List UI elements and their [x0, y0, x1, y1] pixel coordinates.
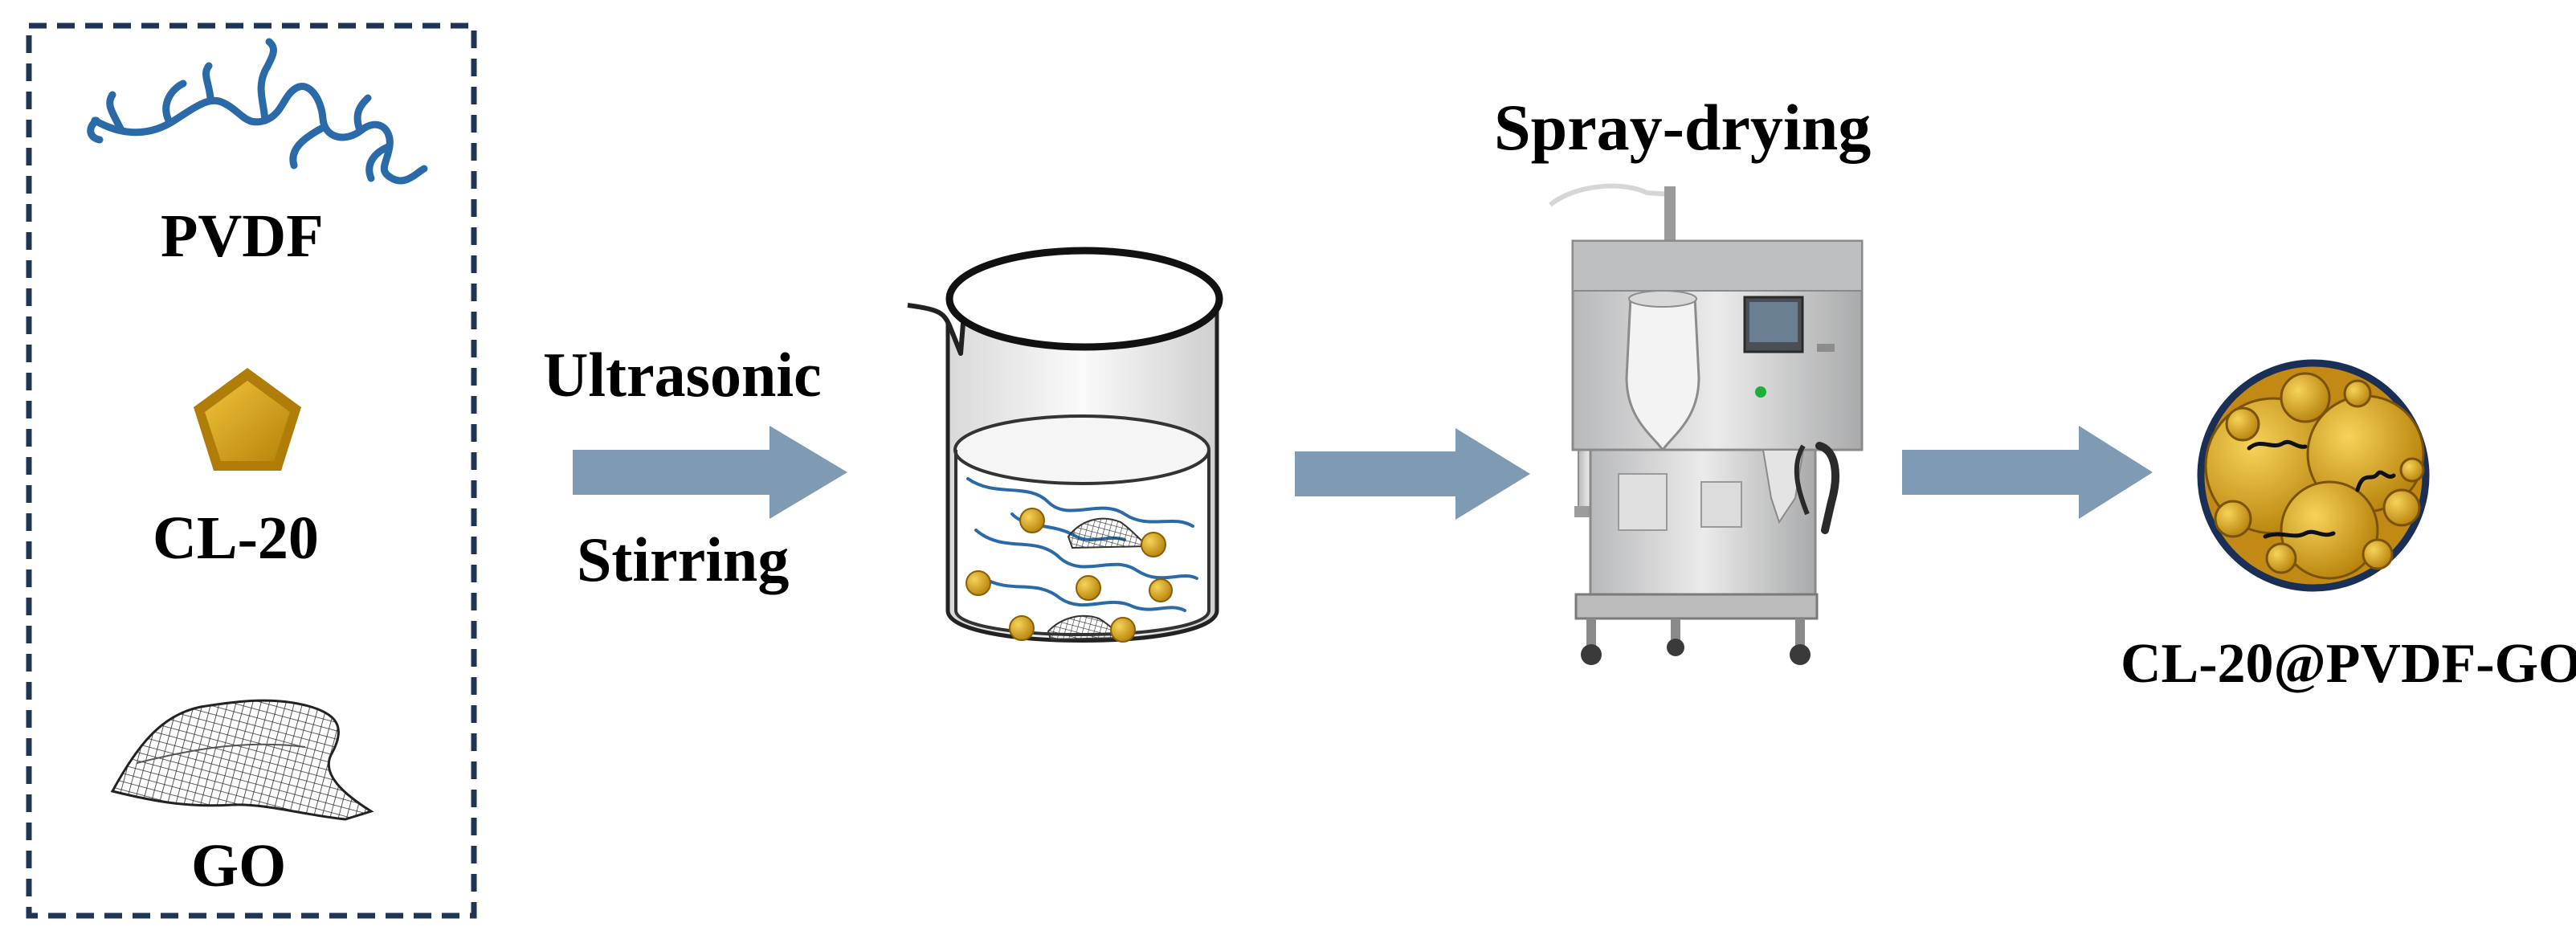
go-label: GO: [191, 832, 287, 900]
spray-drying-label: Spray-drying: [1494, 91, 1872, 164]
cl20-label: CL-20: [153, 504, 319, 572]
arrow-to-spray-dryer: [1295, 428, 1530, 520]
stirring-label: Stirring: [577, 525, 790, 594]
arrow-ultrasonic: [573, 426, 847, 519]
cl20-crystal-icon: [194, 368, 301, 471]
ultrasonic-label: Ultrasonic: [543, 340, 822, 410]
product-label: CL-20@PVDF-GO: [2121, 633, 2576, 695]
beaker-icon: [907, 247, 1223, 643]
go-sheet-icon: [110, 699, 374, 821]
arrow-to-product: [1902, 426, 2153, 519]
product-particle-icon: [2197, 359, 2430, 592]
components-frame: [26, 22, 477, 919]
spray-dryer-machine: [1549, 183, 1864, 665]
pvdf-label: PVDF: [161, 202, 324, 270]
pvdf-chain-icon: [87, 38, 428, 185]
